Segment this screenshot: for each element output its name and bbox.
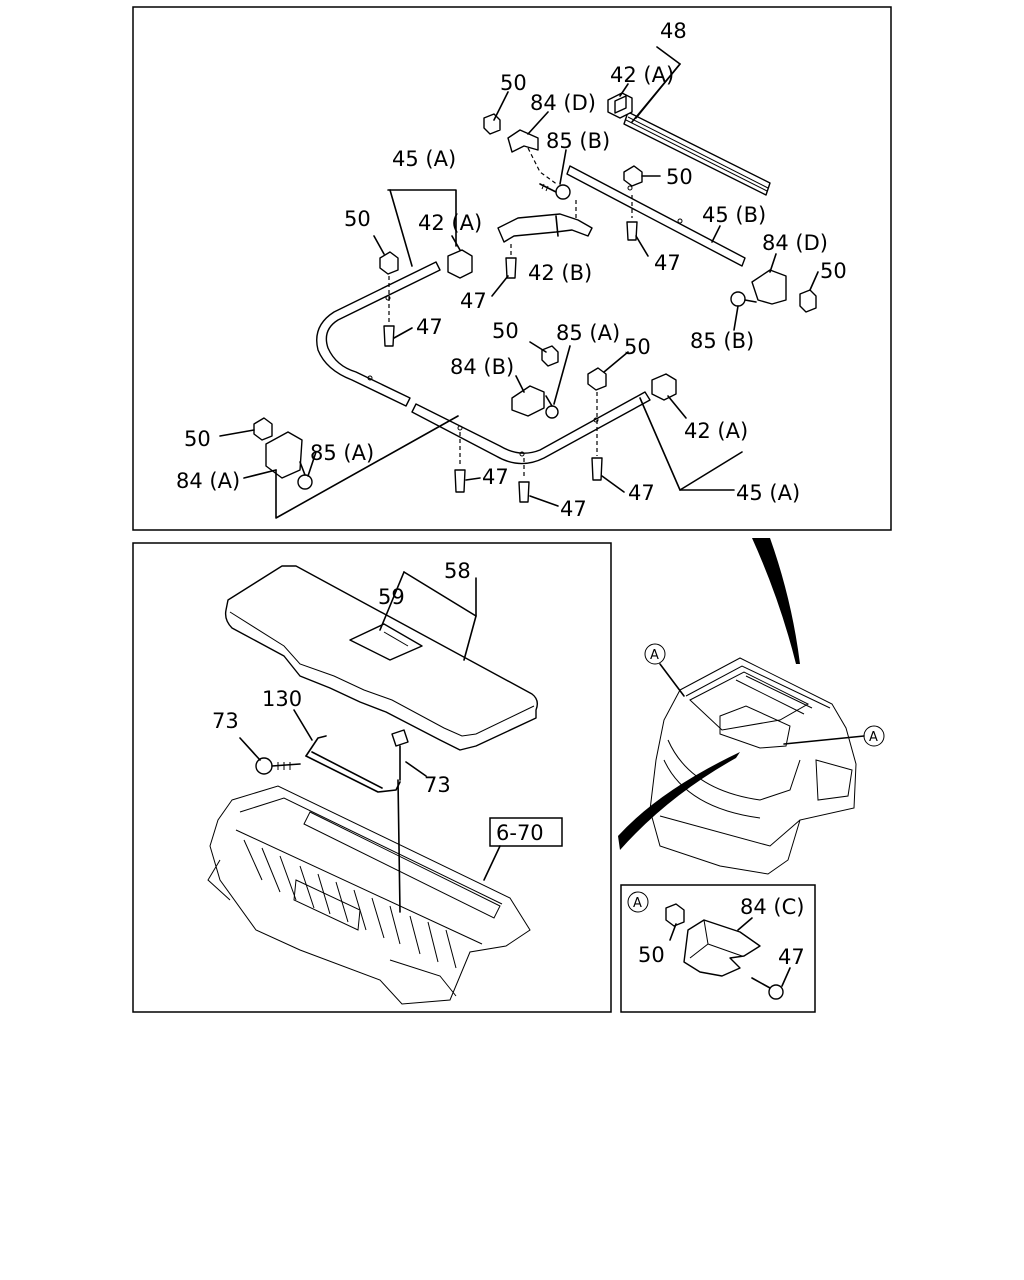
screw-85b-top bbox=[539, 183, 571, 200]
rivet-47-6 bbox=[518, 481, 530, 503]
label-47-3: 47 bbox=[416, 315, 443, 339]
rivet-47-b bbox=[505, 257, 517, 279]
rivet-47-top bbox=[626, 221, 638, 241]
label-59: 59 bbox=[378, 585, 405, 609]
screw-85b-right bbox=[730, 291, 746, 307]
label-47-6: 47 bbox=[560, 497, 587, 521]
label-45b: 45 (B) bbox=[702, 203, 766, 227]
bracket-84d-top bbox=[507, 129, 539, 153]
label-47-5: 47 bbox=[628, 481, 655, 505]
panel-detail-frame bbox=[620, 884, 816, 1013]
detail-label-50: 50 bbox=[638, 943, 665, 967]
molding-45a bbox=[316, 261, 651, 465]
label-84b: 84 (B) bbox=[450, 355, 514, 379]
rivet-47-4 bbox=[454, 469, 466, 493]
pointer-wedge-top bbox=[752, 538, 800, 664]
label-48: 48 bbox=[660, 19, 687, 43]
screw-85a-left bbox=[297, 474, 313, 490]
bracket-84d-right bbox=[751, 269, 787, 305]
label-85b-top: 85 (B) bbox=[546, 129, 610, 153]
bolt-73-right bbox=[391, 729, 409, 913]
label-50-7: 50 bbox=[184, 427, 211, 451]
marker-a-top: A bbox=[650, 648, 659, 663]
bolt-73-left bbox=[255, 757, 301, 775]
clip-50-2 bbox=[623, 165, 643, 187]
labels-left: 58 59 130 73 73 6-70 bbox=[212, 559, 563, 847]
bracket-42b bbox=[497, 213, 593, 243]
label-45a-top: 45 (A) bbox=[392, 147, 456, 171]
label-42a-right: 42 (A) bbox=[684, 419, 748, 443]
label-73-right: 73 bbox=[424, 773, 451, 797]
screw-85a-mid bbox=[545, 405, 559, 419]
label-85a-mid: 85 (A) bbox=[556, 321, 620, 345]
detail-label-84c: 84 (C) bbox=[740, 895, 804, 919]
floor-6-70 bbox=[207, 785, 531, 1005]
panel-vehicle: A A bbox=[618, 538, 885, 875]
label-130: 130 bbox=[262, 687, 302, 711]
clip-42a-right bbox=[651, 373, 677, 401]
leaders-top bbox=[219, 46, 819, 519]
rod-130 bbox=[305, 735, 327, 757]
label-84d-top: 84 (D) bbox=[530, 91, 596, 115]
handle-59 bbox=[349, 623, 423, 661]
label-85b-right: 85 (B) bbox=[690, 329, 754, 353]
label-50-4: 50 bbox=[820, 259, 847, 283]
clip-50-6 bbox=[587, 367, 607, 391]
detail-marker-circle bbox=[627, 891, 649, 913]
panel-top-frame bbox=[132, 6, 892, 531]
label-50-3: 50 bbox=[344, 207, 371, 231]
label-50-1: 50 bbox=[500, 71, 527, 95]
label-42a-top: 42 (A) bbox=[610, 63, 674, 87]
bracket-84b bbox=[511, 385, 545, 417]
label-47-2: 47 bbox=[460, 289, 487, 313]
label-50-5: 50 bbox=[492, 319, 519, 343]
rail-45b bbox=[566, 165, 746, 267]
label-47-1: 47 bbox=[654, 251, 681, 275]
label-45a-bottom: 45 (A) bbox=[736, 481, 800, 505]
detail-clip-50 bbox=[665, 903, 685, 927]
panel-left-frame bbox=[132, 542, 612, 1013]
label-6-70: 6-70 bbox=[496, 821, 544, 845]
board-58 bbox=[224, 565, 539, 751]
clip-42a-left bbox=[447, 249, 473, 279]
label-58: 58 bbox=[444, 559, 471, 583]
vehicle-rear bbox=[649, 657, 857, 875]
label-85a-left: 85 (A) bbox=[310, 441, 374, 465]
detail-screw-47 bbox=[768, 984, 784, 1000]
marker-a-top-circle bbox=[644, 643, 666, 665]
label-84d-right: 84 (D) bbox=[762, 231, 828, 255]
label-42a-left: 42 (A) bbox=[418, 211, 482, 235]
ref-box-6-70 bbox=[489, 817, 563, 847]
clip-50-1 bbox=[483, 113, 501, 135]
leaders-left bbox=[239, 571, 501, 881]
label-50-6: 50 bbox=[624, 335, 651, 359]
panel-left: 58 59 130 73 73 6-70 bbox=[132, 542, 612, 1013]
clip-50-7 bbox=[253, 417, 273, 441]
rivet-47-5 bbox=[591, 457, 603, 481]
detail-bracket-84c bbox=[683, 919, 761, 977]
bracket-84a bbox=[265, 431, 303, 479]
seal-strip-48 bbox=[623, 111, 771, 196]
detail-label-47: 47 bbox=[778, 945, 805, 969]
rivet-47-left bbox=[383, 325, 395, 347]
label-84a: 84 (A) bbox=[176, 469, 240, 493]
detail-marker: A bbox=[633, 896, 642, 911]
marker-a-right: A bbox=[869, 730, 878, 745]
label-47-4: 47 bbox=[482, 465, 509, 489]
panel-detail: A 84 (C) 50 47 bbox=[620, 884, 816, 1013]
labels-top: 48 42 (A) 50 84 (D) 85 (B) 50 45 (A) 50 … bbox=[176, 19, 847, 521]
panel-top: 48 42 (A) 50 84 (D) 85 (B) 50 45 (A) 50 … bbox=[132, 6, 892, 531]
clip-50-5 bbox=[541, 345, 559, 367]
label-42b: 42 (B) bbox=[528, 261, 592, 285]
clip-50-3 bbox=[379, 251, 399, 275]
label-73-left: 73 bbox=[212, 709, 239, 733]
label-50-2: 50 bbox=[666, 165, 693, 189]
clip-50-4 bbox=[799, 289, 817, 313]
pointer-wedge-bottom bbox=[618, 752, 740, 850]
